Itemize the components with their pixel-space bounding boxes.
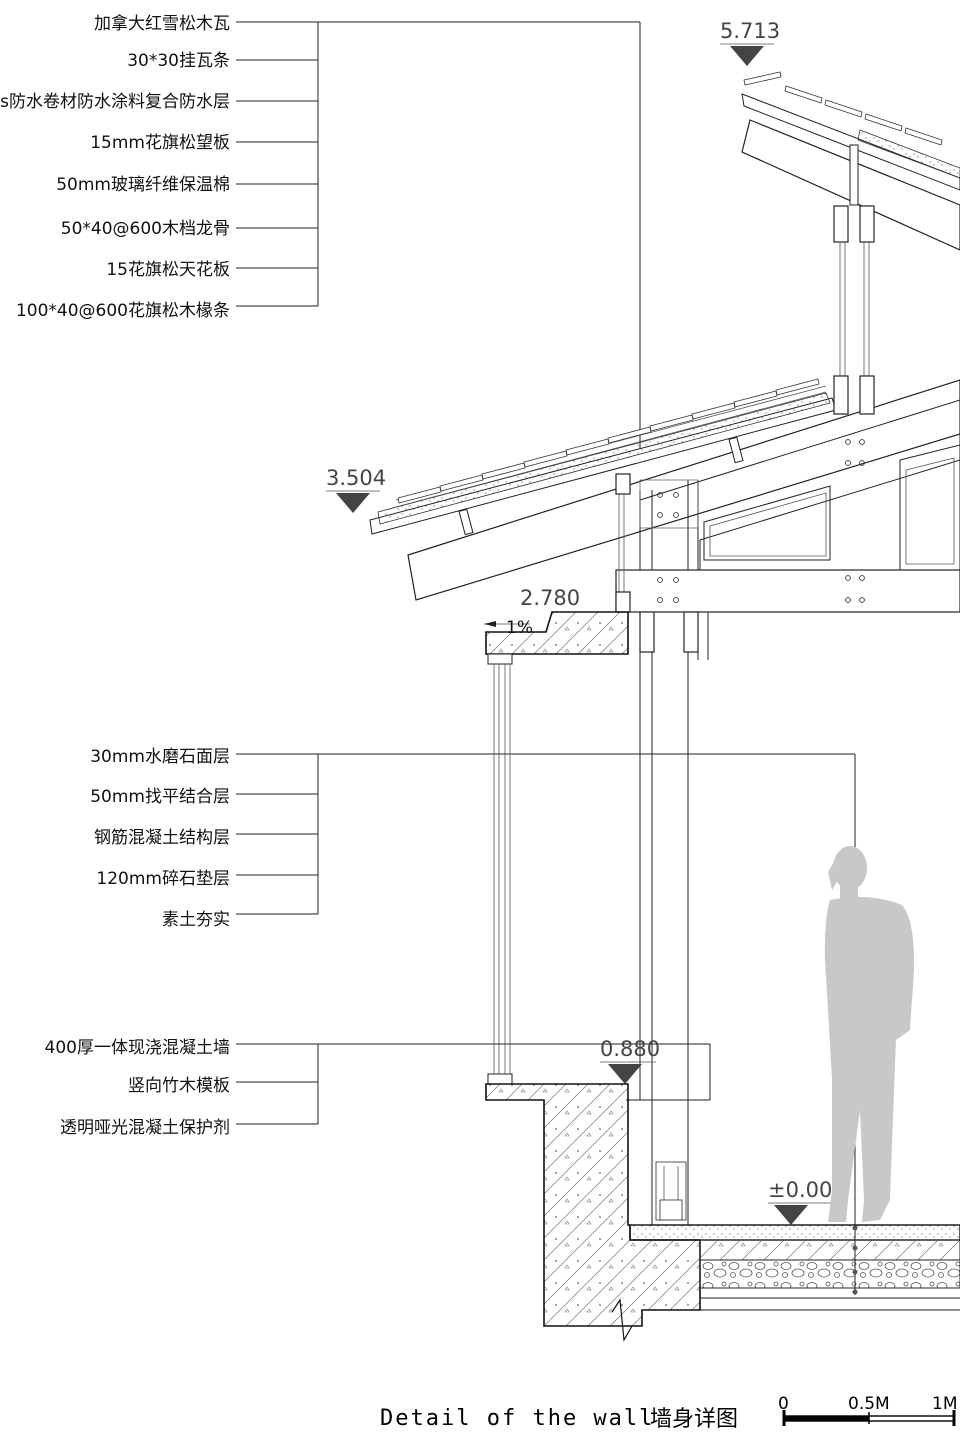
elevation-ground-marker [774, 1205, 808, 1225]
title-english: Detail of the wall [380, 1406, 654, 1431]
slope-label: 1% [506, 618, 533, 638]
roof-label-4: 50mm玻璃纤维保温棉 [56, 175, 230, 195]
elevation-sill-label: 0.880 [600, 1037, 660, 1061]
scale-label-zero: 0 [778, 1394, 789, 1414]
wall-label-2: 透明哑光混凝土保护剂 [60, 1118, 230, 1138]
concrete-lintel: 2.780 1% [484, 586, 629, 655]
scale-label-one: 1M [932, 1394, 957, 1414]
scale-label-half: 0.5M [848, 1394, 890, 1414]
elevation-beam-label: 2.780 [520, 586, 580, 610]
elevation-sill-marker [608, 1064, 642, 1084]
floor-label-3: 120mm碎石垫层 [96, 869, 230, 889]
floor-label-2: 钢筋混凝土结构层 [94, 828, 230, 848]
wall-leader-lines [236, 1043, 711, 1125]
roof-label-1: 30*30挂瓦条 [127, 51, 230, 71]
title-chinese: 墙身详图 [650, 1407, 738, 1432]
roof-label-2: sbs防水卷材防水涂料复合防水层 [0, 92, 230, 112]
roof-layer-labels: 加拿大红雪松木瓦 30*30挂瓦条 sbs防水卷材防水涂料复合防水层 15mm花… [0, 13, 230, 321]
elevation-roof-top-marker [730, 46, 764, 66]
upper-roof-section: 5.713 [720, 19, 960, 251]
roof-label-0: 加拿大红雪松木瓦 [94, 13, 230, 34]
floor-layer-labels: 30mm水磨石面层 50mm找平结合层 钢筋混凝土结构层 120mm碎石垫层 素… [90, 747, 230, 930]
floor-leader-lines [236, 753, 856, 1295]
floor-label-1: 50mm找平结合层 [90, 787, 230, 807]
roof-label-7: 100*40@600花旗松木椽条 [16, 301, 230, 321]
floor-buildup: ±0.000 [629, 1178, 960, 1311]
floor-label-4: 素土夯实 [162, 910, 230, 930]
high-window [615, 473, 631, 613]
roof-label-3: 15mm花旗松望板 [90, 133, 230, 153]
wall-label-0: 400厚一体现浇混凝土墙 [45, 1038, 230, 1058]
floor-label-0: 30mm水磨石面层 [90, 747, 230, 767]
elevation-roof-top-label: 5.713 [720, 19, 780, 43]
clerestory-window [833, 205, 875, 415]
lower-roof-section: 3.504 [326, 378, 960, 601]
wall-layer-labels: 400厚一体现浇混凝土墙 竖向竹木模板 透明哑光混凝土保护剂 [45, 1038, 230, 1138]
drawing-title: Detail of the wall 墙身详图 [380, 1406, 738, 1432]
elevation-eave-marker [336, 493, 370, 513]
tall-window [487, 653, 513, 1085]
wall-label-1: 竖向竹木模板 [128, 1076, 230, 1096]
elevation-eave-label: 3.504 [326, 466, 386, 490]
timber-frame [615, 399, 960, 1225]
roof-label-5: 50*40@600木档龙骨 [61, 219, 230, 239]
scale-bar: 0 0.5M 1M [778, 1394, 957, 1426]
roof-leader-lines [236, 21, 641, 460]
concrete-wall: 0.880 [485, 1037, 701, 1342]
human-figure-silhouette [824, 846, 915, 1222]
roof-label-6: 15花旗松天花板 [106, 260, 230, 280]
